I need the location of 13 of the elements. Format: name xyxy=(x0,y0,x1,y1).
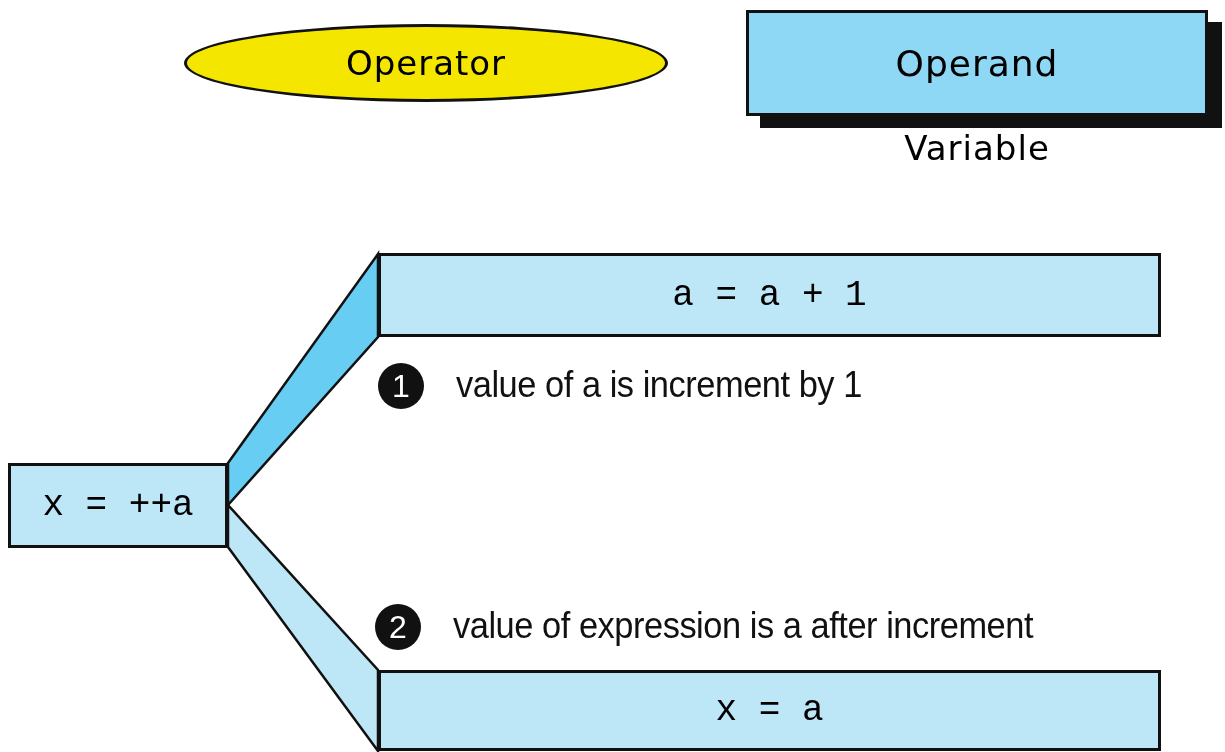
note-text: value of a is increment by 1 xyxy=(456,363,862,407)
node-label: x = a xyxy=(715,690,824,731)
caption-text: Variable xyxy=(903,128,1051,168)
statement-box xyxy=(378,670,1161,751)
callout-number: 1 xyxy=(378,363,424,409)
callout-number: 2 xyxy=(375,604,421,650)
node-label: x = ++a xyxy=(42,485,194,526)
statement-box xyxy=(378,253,1161,337)
node-label: Operand xyxy=(895,42,1059,84)
expression-box xyxy=(8,463,228,548)
node-label: a = a + 1 xyxy=(672,274,867,316)
note-text: value of expression is a after increment xyxy=(453,604,1034,648)
node-label: Operator xyxy=(345,43,507,83)
